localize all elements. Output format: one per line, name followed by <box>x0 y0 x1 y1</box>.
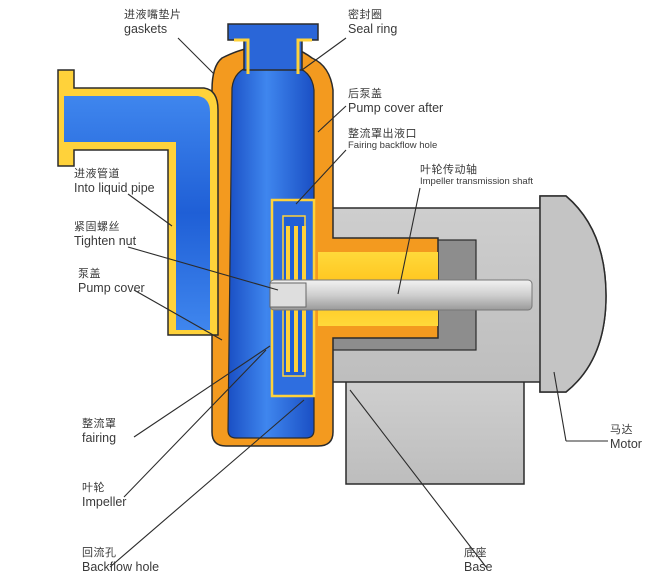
label-base: 底座 Base <box>464 546 493 574</box>
label-backflow-hole: 回流孔 Backflow hole <box>82 546 160 574</box>
label-impeller-shaft: 叶轮传动轴 Impeller transmission shaft <box>420 163 533 187</box>
label-pump-cover-after: 后泵盖 Pump cover after <box>348 87 444 115</box>
label-pump-cover: 泵盖 Pump cover <box>78 267 145 295</box>
label-tighten-nut: 紧固螺丝 Tighten nut <box>74 220 137 248</box>
label-fairing-backflow-hole: 整流罩出液口 Fairing backflow hole <box>348 127 438 151</box>
inlet-pipe <box>57 69 219 336</box>
label-impeller: 叶轮 Impeller <box>82 481 127 509</box>
leader-lines <box>109 37 608 568</box>
label-fairing: 整流罩 fairing <box>82 417 117 445</box>
label-motor: 马达 Motor <box>610 423 642 451</box>
label-seal-ring: 密封圈 Seal ring <box>348 8 398 36</box>
base <box>345 379 525 485</box>
label-gaskets: 进液嘴垫片 gaskets <box>124 8 182 36</box>
label-into-liquid-pipe: 进液管道 Into liquid pipe <box>74 167 155 195</box>
impeller-shaft <box>269 279 533 311</box>
